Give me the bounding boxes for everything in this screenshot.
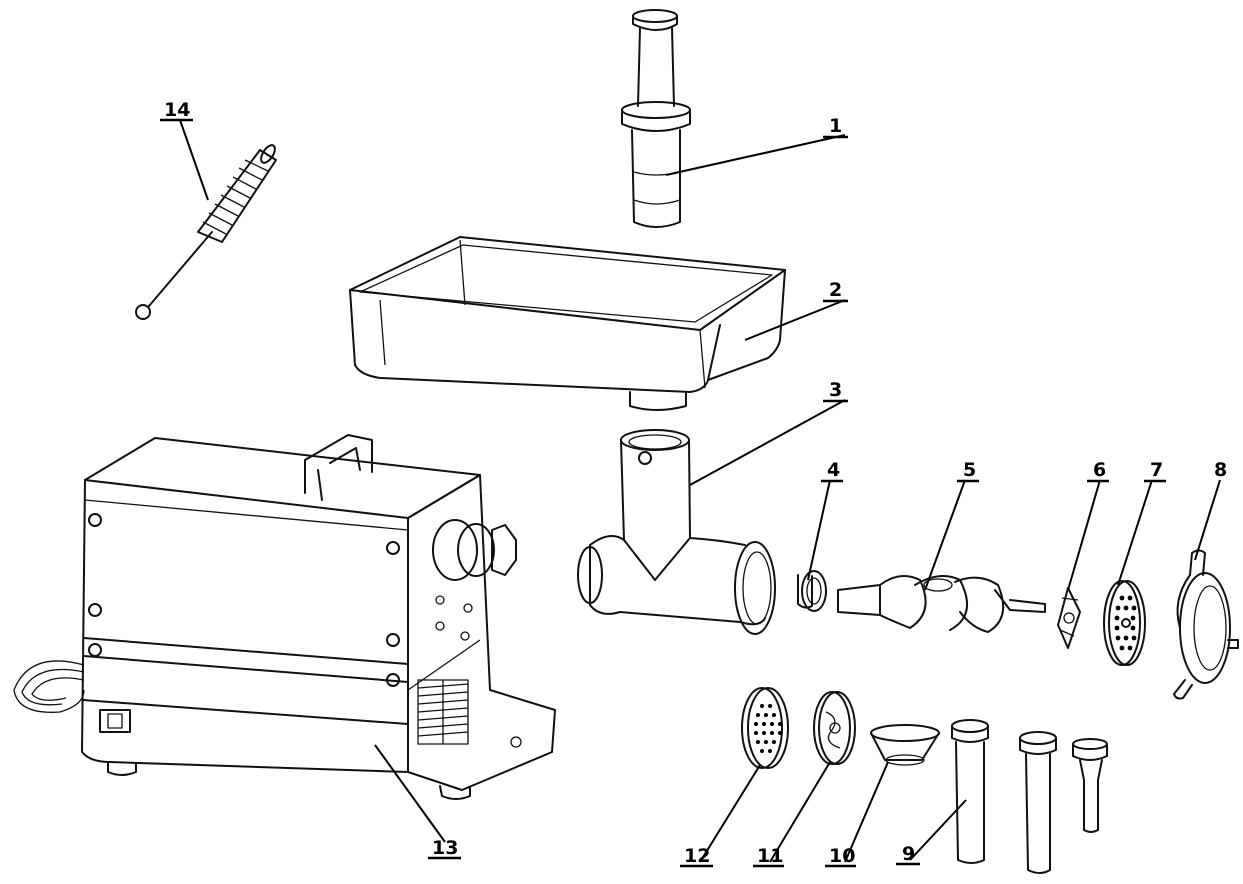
callout-11: 11 <box>753 845 784 868</box>
callout-label-4: 4 <box>827 459 840 481</box>
callout-1: 1 <box>823 115 848 139</box>
callout-label-6: 6 <box>1093 459 1106 481</box>
leader-lines <box>179 119 1221 863</box>
food-pusher <box>621 9 691 228</box>
callout-2: 2 <box>823 279 848 303</box>
callout-10: 10 <box>825 845 856 868</box>
callout-label-2: 2 <box>829 279 842 301</box>
callout-label-3: 3 <box>829 379 842 401</box>
callout-3: 3 <box>823 379 848 403</box>
callout-12: 12 <box>680 845 713 868</box>
motor-housing <box>13 434 556 800</box>
callout-4: 4 <box>821 459 843 483</box>
sausage-funnel <box>870 724 940 766</box>
callout-label-8: 8 <box>1214 459 1227 481</box>
callout-14: 14 <box>160 99 193 122</box>
callout-13: 13 <box>428 837 461 860</box>
grinding-plate <box>1103 580 1146 666</box>
food-tray <box>349 236 786 411</box>
callout-label-14: 14 <box>164 99 190 121</box>
callout-7: 7 <box>1144 459 1166 483</box>
fine-plate <box>741 687 789 769</box>
callout-5: 5 <box>957 459 979 483</box>
auger-screw <box>837 575 1046 633</box>
callout-label-13: 13 <box>432 837 458 859</box>
cleaning-brush <box>135 144 277 320</box>
callout-label-9: 9 <box>902 843 915 865</box>
bushing <box>797 570 827 612</box>
callout-6: 6 <box>1087 459 1109 483</box>
cutting-knife <box>1057 587 1081 649</box>
callout-label-1: 1 <box>829 115 842 137</box>
callout-8: 8 <box>1214 459 1227 481</box>
grinder-head <box>577 429 776 635</box>
stuffing-tubes <box>951 719 1108 874</box>
callout-label-5: 5 <box>963 459 976 481</box>
callout-label-10: 10 <box>829 845 855 867</box>
callout-label-11: 11 <box>757 845 783 867</box>
callout-label-12: 12 <box>684 845 710 867</box>
ring-nut <box>1173 549 1239 700</box>
callout-9: 9 <box>896 843 920 866</box>
callout-label-7: 7 <box>1150 459 1163 481</box>
spacer-plate <box>813 691 856 765</box>
